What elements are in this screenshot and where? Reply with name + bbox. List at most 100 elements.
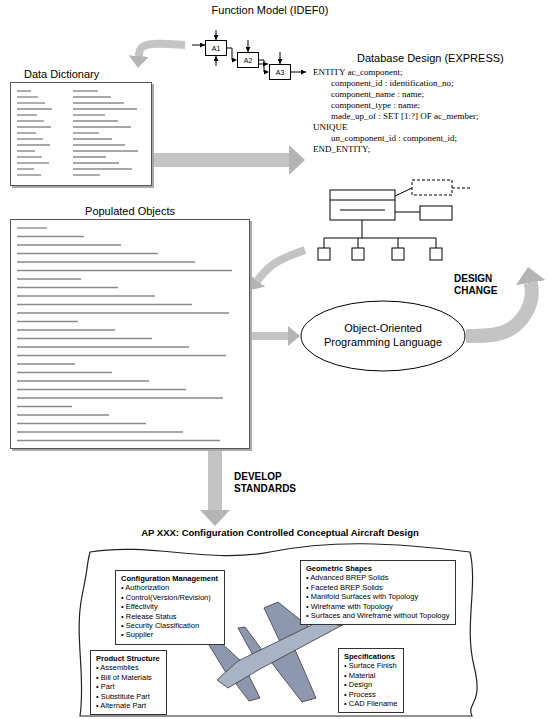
flow-arrow [139,44,185,56]
node-text: • Release Status [121,612,218,621]
schema-tree [318,248,330,260]
text-stroke [17,338,152,339]
schema-tree [395,188,412,196]
node-heading: Object-Oriented Programming Language [322,322,444,350]
node-text: • Surface Finish [344,661,397,670]
flow-arrow [250,332,288,340]
idef0-arrows [216,30,217,40]
text-stroke [17,174,41,175]
wavy-region [79,544,477,716]
idef0-arrows [192,45,205,46]
ellipse-shape [301,301,465,371]
text-stroke [17,440,220,441]
text-stroke [73,96,111,97]
text-stroke [73,114,105,115]
text-stroke [73,132,99,133]
text-stroke [17,278,81,279]
text-stroke [17,227,47,228]
node-text: component_id : identification_no; [305,78,540,89]
text-stroke [17,102,45,103]
node-heading: Populated Objects [10,205,250,217]
text-stroke [73,162,119,163]
node-text: un_component_id : component_id; [305,133,540,144]
schema-tree [398,238,399,248]
node-text: component_type : name; [305,100,540,111]
text-stroke [17,380,149,381]
text-stroke [17,431,183,432]
text-stroke [17,346,189,347]
node-text: • Manifold Surfaces with Topology [306,592,449,601]
node-text: • Process [344,690,397,699]
arrow-label: DEVELOP STANDARDS [232,470,320,495]
document-page [10,82,152,186]
node-text: • Surfaces and Wireframe without Topolog… [306,611,449,620]
text-stroke [17,329,115,330]
schema-tree [452,188,470,189]
node-heading: Data Dictionary [10,68,152,80]
schema-tree [340,210,385,211]
node-text: UNIQUE [305,122,540,133]
node-text: • Material [344,671,397,680]
schema-tree [324,238,325,248]
text-stroke [17,132,36,133]
text-stroke [17,114,37,115]
text-stroke [17,406,72,407]
node-heading: Configuration Management [121,574,218,583]
node-text: • Part [96,682,160,691]
node-text: • Supplier [121,630,218,639]
node-heading: A3 [276,69,285,76]
node-text: END_ENTITY; [305,144,540,155]
text-stroke [17,321,78,322]
text-stroke [17,423,146,424]
category-box: Specifications• Surface Finish• Material… [338,648,404,713]
text-stroke [17,126,51,127]
text-stroke [17,156,42,157]
text-stroke [17,414,109,415]
node-text: • Bill of Materials [96,673,160,682]
node-text: • Faceted BREP Solids [306,583,449,592]
flow-arrow [152,153,289,167]
schema-tree [420,206,452,220]
database-design: Database Design (EXPRESS)ENTITY ac_compo… [305,52,540,267]
text-stroke [17,96,38,97]
text-stroke [17,372,112,373]
node-text: • CAD Filename [344,699,397,708]
schema-tree [318,180,470,260]
node-heading: A1 [212,45,221,52]
text-stroke [17,312,229,313]
text-stroke [73,90,98,91]
text-stroke [73,150,138,151]
text-stroke [73,174,100,175]
text-stroke [17,162,49,163]
flow-arrow [208,449,222,510]
schema-tree [330,190,395,220]
text-stroke [17,355,226,356]
text-stroke [73,138,112,139]
schema-tree [330,200,395,201]
flow-arrow [259,60,264,72]
node-heading: Product Structure [96,654,160,663]
schema-tree [358,238,359,248]
node-text: • Security Classification [121,621,218,630]
populated-objects: Populated Objects [10,205,250,449]
text-stroke [17,168,34,169]
flow-arrow [227,48,232,60]
text-texture [11,220,249,448]
text-stroke [73,108,137,109]
category-box: Product Structure• Assemblies• Bill of M… [90,650,167,715]
arrow-label: DESIGN CHANGE [452,272,510,297]
text-stroke [73,126,131,127]
idef0-arrows [248,40,249,52]
text-stroke [17,138,43,139]
idef0-arrows [280,52,281,64]
category-box: Geometric Shapes• Advanced BREP Solids• … [300,560,456,625]
activity-box: A1 [205,40,227,56]
node-heading: AP XXX: Configuration Controlled Concept… [60,526,500,538]
text-stroke [17,363,75,364]
text-stroke [17,389,186,390]
node-text: • Control(Version/Revision) [121,593,218,602]
schema-tree [436,238,437,248]
node-heading: Geometric Shapes [306,564,449,573]
text-stroke [17,270,232,271]
data-dictionary: Data Dictionary [10,68,152,186]
